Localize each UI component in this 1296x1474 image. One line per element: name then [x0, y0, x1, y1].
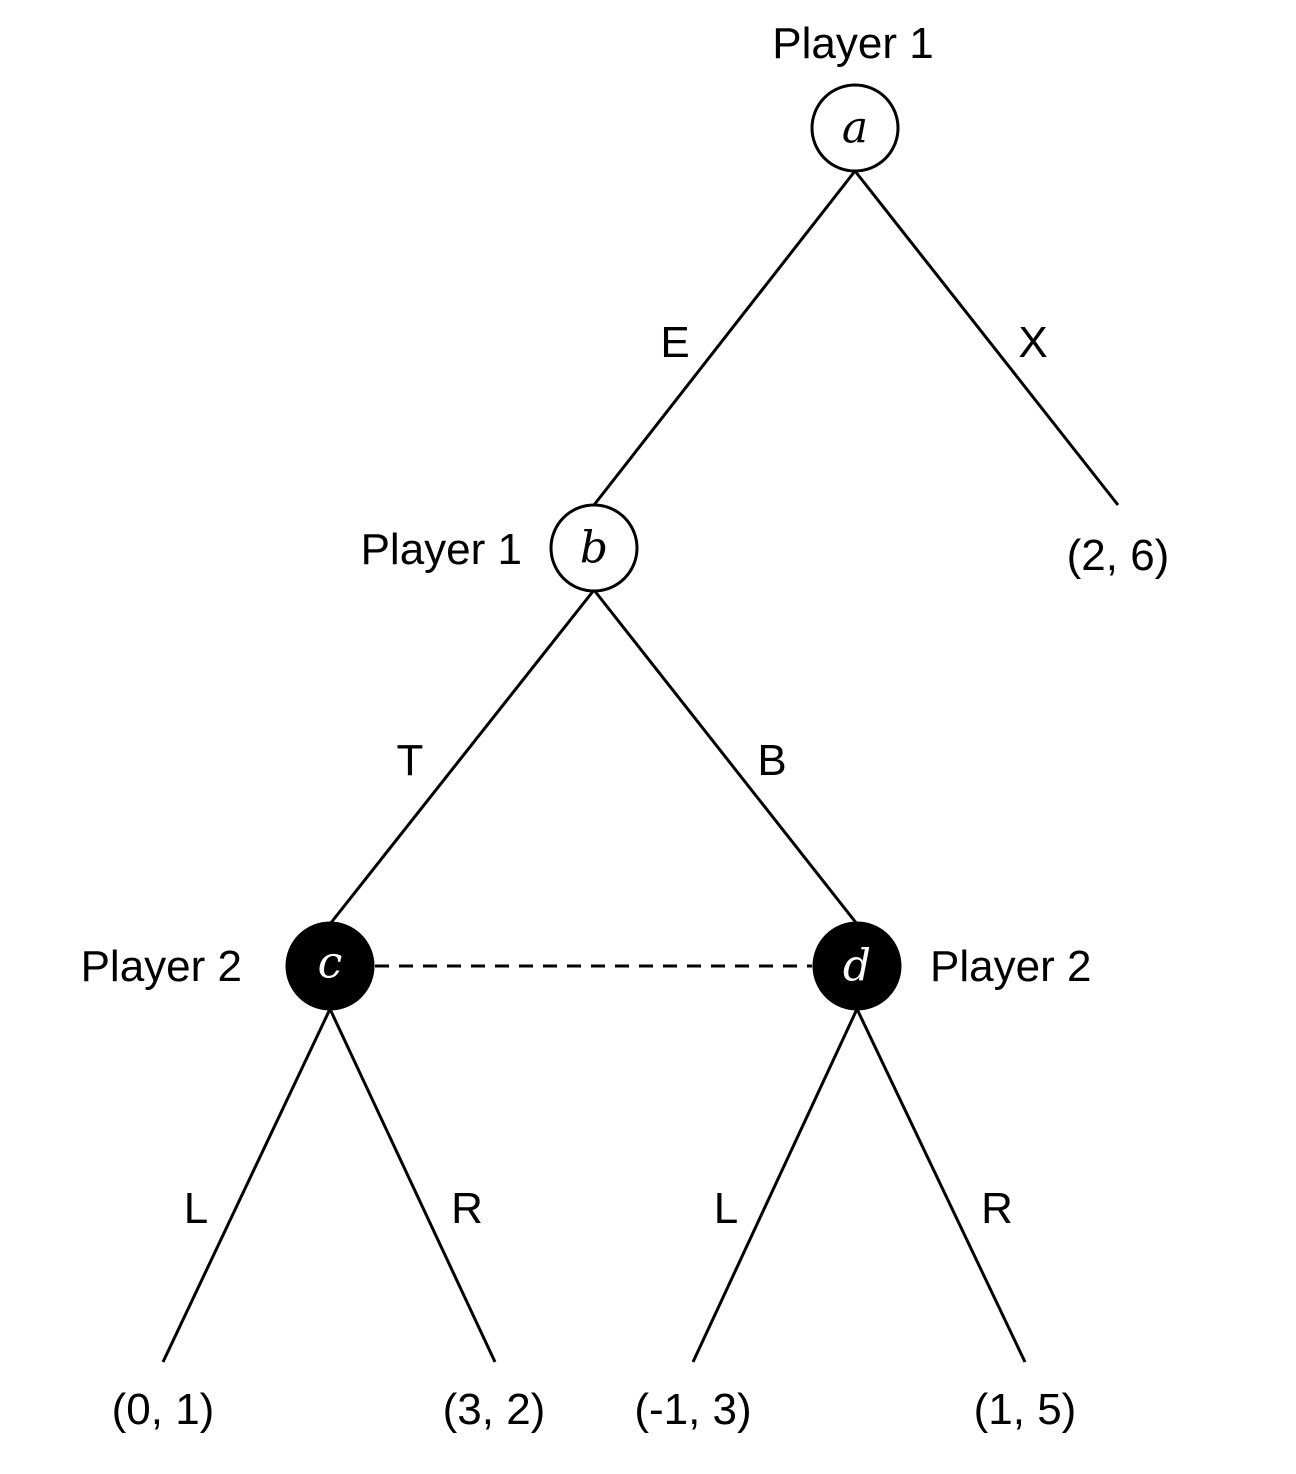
action-label-b: B [757, 736, 786, 785]
payoff-x: (2, 6) [1067, 531, 1170, 580]
payoff-c-r: (3, 2) [443, 1385, 546, 1434]
edge-c-right [328, 1008, 497, 1363]
player-label-node-a: Player 1 [772, 19, 933, 68]
node-d-circle [812, 921, 902, 1011]
player-label-node-b: Player 1 [361, 525, 522, 574]
node-b-circle [549, 503, 639, 593]
player-label-node-c: Player 2 [81, 942, 242, 991]
node-a: a [810, 83, 900, 173]
payoff-c-l: (0, 1) [112, 1385, 215, 1434]
node-d-letter: d [843, 941, 871, 992]
edge-b-c [328, 589, 596, 925]
node-b: b [549, 503, 639, 593]
payoff-d-r: (1, 5) [974, 1385, 1077, 1434]
node-a-circle [810, 83, 900, 173]
node-d: d [812, 921, 902, 1011]
action-label-e: E [660, 318, 689, 367]
node-c-circle [285, 921, 375, 1011]
action-label-d-r: R [981, 1184, 1013, 1233]
action-label-d-l: L [714, 1184, 738, 1233]
node-b-letter: b [580, 523, 608, 574]
node-c-letter: c [318, 938, 343, 989]
action-label-t: T [397, 736, 424, 785]
edge-a-b [592, 170, 857, 506]
action-label-c-l: L [184, 1184, 208, 1233]
edge-b-d [592, 589, 859, 925]
payoff-d-l: (-1, 3) [634, 1385, 751, 1434]
player-label-node-d: Player 2 [930, 942, 1091, 991]
action-label-c-r: R [451, 1184, 483, 1233]
action-label-x: X [1018, 318, 1047, 367]
tree-edges [161, 170, 1120, 1363]
edge-d-right [855, 1008, 1027, 1363]
edge-a-payoff-x [853, 170, 1120, 506]
edge-d-left [691, 1008, 859, 1363]
node-c: c [285, 921, 375, 1011]
edge-c-left [161, 1008, 332, 1363]
node-a-letter: a [842, 103, 868, 154]
